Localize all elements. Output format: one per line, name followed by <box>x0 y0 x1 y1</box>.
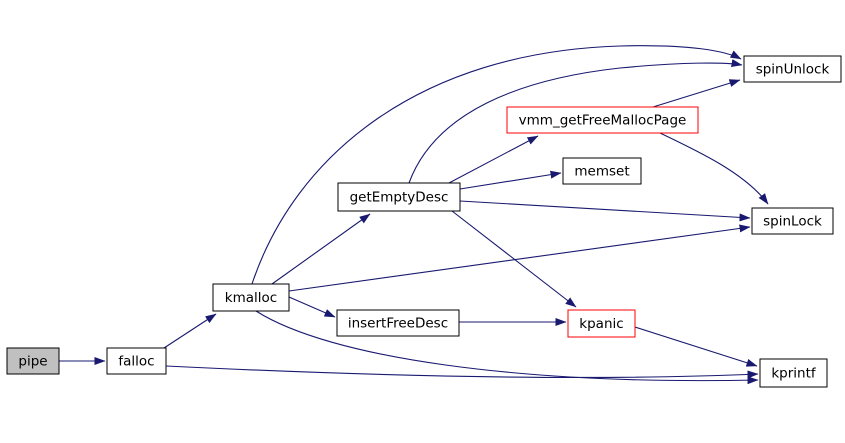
node-label: spinLock <box>763 214 822 230</box>
node-box <box>337 182 461 212</box>
edge-kmalloc-to-insertFreeDesc <box>288 296 336 318</box>
edge-kmalloc-to-spinLock <box>288 224 751 292</box>
node-label: getEmptyDesc <box>350 190 449 206</box>
edge-kmalloc-to-getEmptyDesc <box>271 213 371 285</box>
node-spinLock[interactable]: spinLock <box>751 207 834 235</box>
node-label: falloc <box>118 354 154 370</box>
edge-kmalloc-to-kprintf <box>255 310 759 385</box>
node-box <box>567 309 636 338</box>
node-label: spinUnlock <box>756 62 830 78</box>
node-label: vmm_getFreeMallocPage <box>519 113 687 129</box>
node-box <box>743 55 842 83</box>
node-vmm_getFreeMallocPage[interactable]: vmm_getFreeMallocPage <box>506 106 699 134</box>
node-box <box>751 207 834 235</box>
node-box <box>6 347 60 375</box>
node-label: insertFreeDesc <box>348 316 448 332</box>
node-insertFreeDesc[interactable]: insertFreeDesc <box>336 309 460 337</box>
edge-vmm_getFreeMallocPage-to-spinLock <box>659 132 769 205</box>
node-kmalloc[interactable]: kmalloc <box>212 283 290 312</box>
node-kprintf[interactable]: kprintf <box>759 358 828 388</box>
edge-falloc-to-kmalloc <box>163 313 217 349</box>
edge-getEmptyDesc-to-spinLock <box>459 200 751 222</box>
edge-kmalloc-to-spinUnlock <box>251 45 742 285</box>
node-label: kmalloc <box>225 290 277 306</box>
edge-falloc-to-kprintf <box>165 365 759 379</box>
node-box <box>336 309 460 337</box>
node-spinUnlock[interactable]: spinUnlock <box>743 55 842 83</box>
node-box <box>759 358 828 388</box>
node-getEmptyDesc[interactable]: getEmptyDesc <box>337 182 461 212</box>
node-label: memset <box>574 164 629 180</box>
node-label: pipe <box>18 354 47 370</box>
node-memset[interactable]: memset <box>562 157 642 185</box>
edge-getEmptyDesc-to-spinUnlock <box>408 59 743 184</box>
node-box <box>106 347 167 375</box>
edge-kpanic-to-kprintf <box>634 326 758 367</box>
edge-getEmptyDesc-to-vmm_getFreeMallocPage <box>448 135 539 184</box>
node-box <box>562 157 642 185</box>
edge-getEmptyDesc-to-kpanic <box>451 210 577 308</box>
node-falloc[interactable]: falloc <box>106 347 167 375</box>
node-pipe: pipe <box>6 347 60 375</box>
node-kpanic[interactable]: kpanic <box>567 309 636 338</box>
edge-vmm_getFreeMallocPage-to-spinUnlock <box>652 79 741 108</box>
node-box <box>212 283 290 312</box>
edge-getEmptyDesc-to-memset <box>459 170 562 190</box>
node-box <box>506 106 699 134</box>
node-label: kpanic <box>579 316 623 332</box>
node-label: kprintf <box>771 366 817 382</box>
